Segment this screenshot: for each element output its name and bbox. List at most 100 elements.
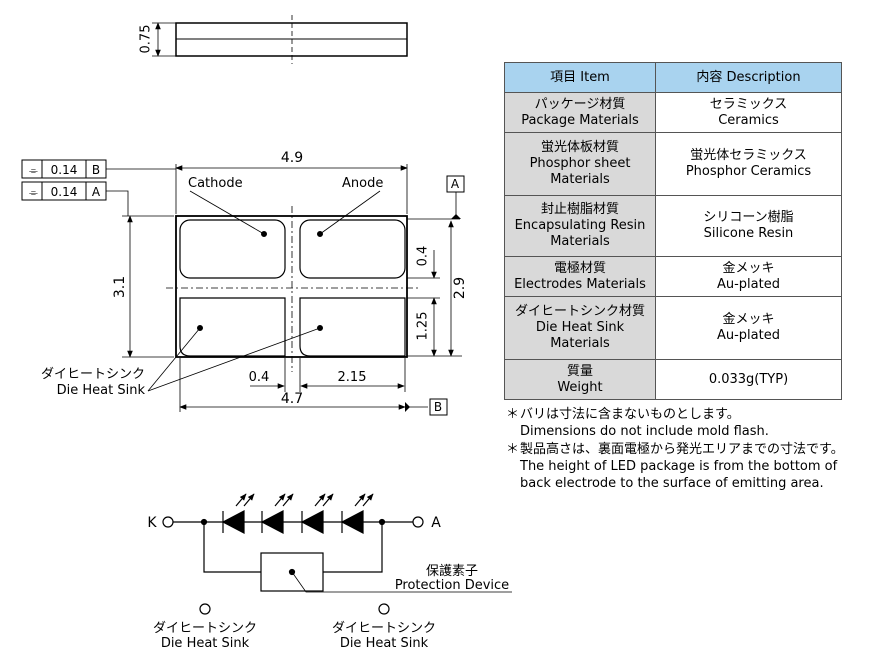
side-view [152, 15, 408, 64]
item-cell: 蛍光体板材質 Phosphor sheet Materials [504, 132, 656, 196]
cell-line: Encapsulating Resin [514, 218, 646, 233]
description-cell: 0.033g(TYP) [655, 359, 842, 400]
cell-line: Electrodes Materials [514, 276, 646, 292]
heat-sink-1-jp: ダイヒートシンク [153, 621, 257, 636]
height-dimension-3-1: 3.1 [112, 276, 128, 298]
heat-sink-2-jp: ダイヒートシンク [332, 621, 436, 636]
cell-line: ダイヒートシンク材質 [514, 304, 645, 319]
item-cell: 封止樹脂材質 Encapsulating Resin Materials [504, 195, 656, 257]
thickness-dimension: 0.75 [139, 25, 154, 54]
cell-line: Phosphor sheet [529, 156, 631, 171]
lower-pad-width-dimension: 2.15 [338, 370, 367, 385]
package-outline [175, 215, 408, 358]
datum-a-box [446, 175, 465, 193]
note-line: 製品高さは、裏面電極から発光エリアまでの寸法です。 [520, 442, 844, 457]
cell-line: 封止樹脂材質 [540, 202, 619, 217]
cell-line: 蛍光体板材質 [540, 140, 619, 155]
note-package-height: ＊ 製品高さは、裏面電極から発光エリアまでの寸法です。 The height o… [506, 441, 866, 492]
anode-pad [299, 219, 406, 279]
description-cell: 金メッキ Au-plated [655, 256, 842, 297]
protection-device [260, 552, 324, 592]
tolerance-b-value: 0.14 [51, 163, 78, 177]
gap-dimension-vertical: 0.4 [416, 246, 431, 267]
item-cell: 電極材質 Electrodes Materials [504, 256, 656, 297]
cell-line: Ceramics [718, 112, 779, 128]
anode-terminal [412, 516, 424, 528]
pad-span-dimension: 4.7 [281, 391, 303, 407]
description-cell: セラミックス Ceramics [655, 92, 842, 133]
tolerance-a-symbol: ⌯ [29, 186, 38, 199]
tolerance-b-datum: B [92, 163, 100, 177]
cell-line: Die Heat Sink [535, 320, 625, 335]
tolerance-b-symbol: ⌯ [29, 164, 38, 177]
cell-line: 蛍光体セラミックス [690, 148, 807, 163]
datum-a-label: A [451, 177, 460, 191]
top-view [21, 159, 465, 416]
heat-sink-pad-left [179, 297, 286, 357]
anode-label: Anode [342, 176, 383, 191]
table-header-row: 項目 Item 内容 Description [504, 62, 842, 93]
table-row: 電極材質 Electrodes Materials 金メッキ Au-plated [504, 256, 842, 297]
protection-label-jp: 保護素子 [426, 563, 478, 579]
lower-pad-height-dimension: 1.25 [416, 312, 431, 341]
cell-line: Silicone Resin [703, 226, 794, 241]
table-row: 封止樹脂材質 Encapsulating Resin Materials シリコ… [504, 195, 842, 257]
header-item: 項目 Item [504, 62, 656, 93]
heat-sink-label-en: Die Heat Sink [57, 383, 146, 398]
led-2 [260, 493, 302, 534]
heat-sink-terminal-1 [199, 603, 211, 615]
note-line: Dimensions do not include mold flash. [520, 424, 769, 439]
tolerance-a-value: 0.14 [51, 185, 78, 199]
heat-sink-label-jp: ダイヒートシンク [41, 367, 145, 382]
cell-line: 0.033g(TYP) [708, 371, 789, 387]
cell-line: Au-plated [716, 276, 780, 292]
table-row: パッケージ材質 Package Materials セラミックス Ceramic… [504, 92, 842, 133]
k-label: K [147, 515, 157, 531]
cell-line: Weight [557, 379, 603, 395]
a-label: A [431, 515, 441, 531]
heat-sink-pad-right [299, 297, 406, 357]
item-cell: 質量 Weight [504, 359, 656, 400]
header-description: 内容 Description [655, 62, 842, 93]
tolerance-a-datum: A [92, 185, 101, 199]
cathode-label: Cathode [188, 176, 243, 191]
width-dimension-4-9: 4.9 [281, 150, 303, 166]
cell-line: Package Materials [521, 112, 639, 128]
cell-line: 質量 [566, 363, 593, 379]
cell-line: シリコーン樹脂 [703, 210, 794, 225]
note-mark: ＊ [506, 442, 520, 457]
spec-table: 項目 Item 内容 Description パッケージ材質 Package M… [504, 62, 842, 400]
description-cell: 金メッキ Au-plated [655, 296, 842, 360]
item-cell: ダイヒートシンク材質 Die Heat Sink Materials [504, 296, 656, 360]
cell-line: セラミックス [709, 96, 788, 112]
cell-line: Materials [550, 336, 610, 351]
heat-sink-2-en: Die Heat Sink [340, 636, 429, 651]
cell-line: Materials [550, 234, 610, 249]
table-row: 蛍光体板材質 Phosphor sheet Materials 蛍光体セラミック… [504, 132, 842, 196]
cathode-pad [179, 219, 286, 279]
note-mold-flash: ＊ バリは寸法に含まないものとします。 Dimensions do not in… [506, 406, 866, 440]
circuit-diagram [162, 493, 512, 615]
description-cell: シリコーン樹脂 Silicone Resin [655, 195, 842, 257]
height-dimension-2-9: 2.9 [452, 277, 468, 299]
note-line: バリは寸法に含まないものとします。 [520, 407, 740, 422]
cell-line: 金メッキ [722, 312, 775, 327]
table-row: ダイヒートシンク材質 Die Heat Sink Materials 金メッキ … [504, 296, 842, 360]
gap-dimension-horizontal: 0.4 [249, 370, 270, 385]
datum-b-label: B [434, 400, 442, 414]
note-line: back electrode to the surface of emittin… [520, 476, 824, 491]
item-cell: パッケージ材質 Package Materials [504, 92, 656, 133]
led-3 [300, 493, 342, 534]
cell-line: Au-plated [716, 328, 780, 343]
heat-sink-terminal-2 [378, 603, 390, 615]
table-row: 質量 Weight 0.033g(TYP) [504, 359, 842, 400]
led-4 [340, 493, 374, 534]
cell-line: パッケージ材質 [534, 96, 626, 112]
notes: ＊ バリは寸法に含まないものとします。 Dimensions do not in… [506, 406, 866, 493]
protection-label-en: Protection Device [395, 578, 509, 593]
led-1 [221, 493, 262, 534]
note-line: The height of LED package is from the bo… [520, 459, 838, 474]
note-mark: ＊ [506, 407, 520, 422]
cell-line: 電極材質 [553, 260, 606, 276]
